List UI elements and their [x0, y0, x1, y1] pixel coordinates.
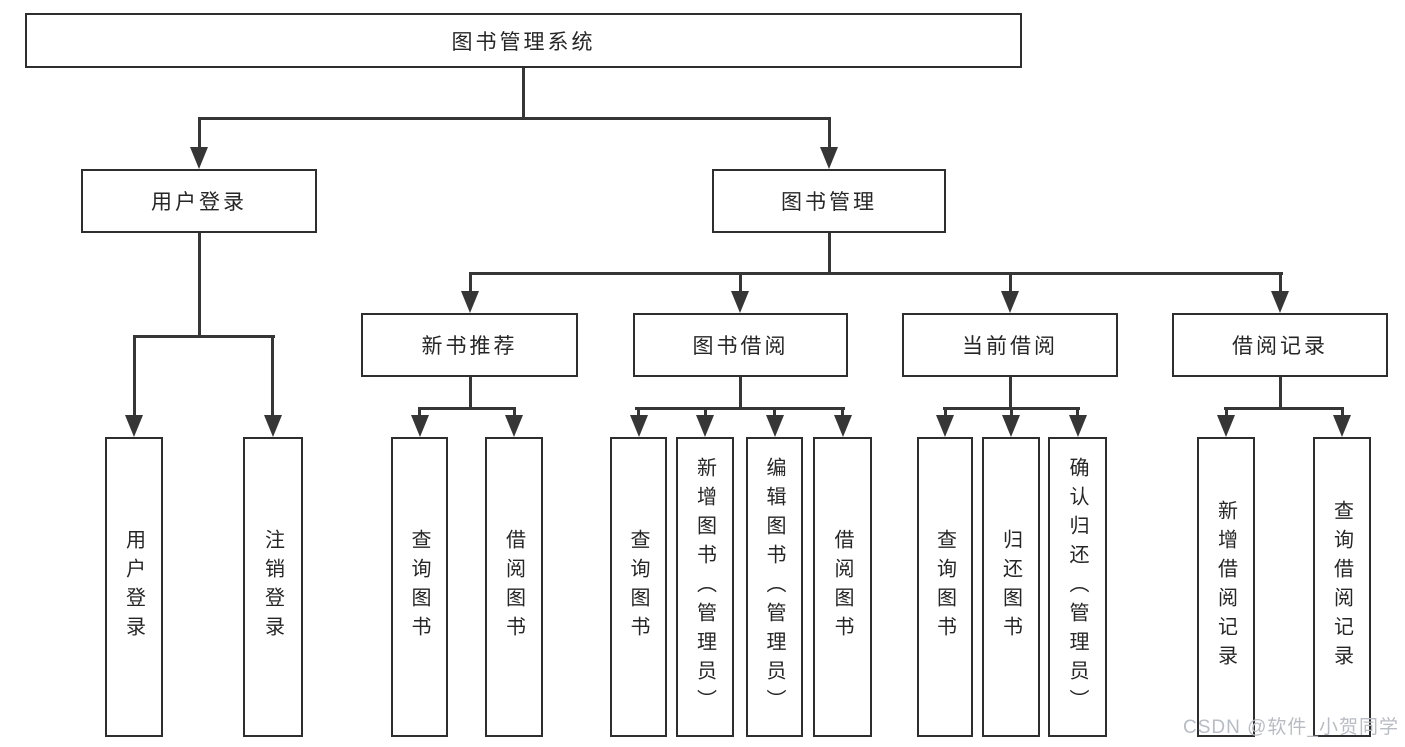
connector-line: [635, 407, 845, 410]
leaf-current-query-books-label: 查询图书: [933, 529, 956, 645]
arrow-down-icon: [1217, 415, 1235, 437]
leaf-add-books-admin-label: 新增图书（管理员）: [693, 456, 716, 718]
connector-line: [418, 407, 516, 410]
arrow-down-icon: [731, 291, 749, 313]
arrow-down-icon: [629, 415, 648, 437]
connector-line: [943, 407, 947, 419]
arrow-down-icon: [1068, 415, 1087, 437]
leaf-user-login: 用户登录: [105, 437, 163, 737]
leaf-query-borrow-record-label: 查询借阅记录: [1330, 500, 1353, 674]
node-root-label: 图书管理系统: [451, 30, 596, 54]
leaf-return-books: 归还图书: [982, 437, 1040, 737]
connector-line: [773, 407, 776, 419]
node-new-book-recommend: 新书推荐: [361, 313, 578, 377]
node-new-book-recommend-label: 新书推荐: [421, 335, 518, 358]
connector-line: [1278, 377, 1282, 408]
arrow-down-icon: [1002, 415, 1020, 437]
leaf-return-books-label: 归还图书: [999, 529, 1022, 645]
connector-line: [197, 118, 201, 149]
leaf-borrow-books-label: 借阅图书: [831, 529, 853, 645]
leaf-confirm-return-admin-label: 确认归还（管理员）: [1066, 456, 1088, 718]
connector-line: [1008, 377, 1012, 408]
connector-line: [468, 272, 1283, 275]
node-current-borrow: 当前借阅: [902, 313, 1118, 377]
leaf-borrow-query-books-label: 查询图书: [627, 529, 649, 645]
leaf-current-query-books: 查询图书: [917, 437, 973, 737]
leaf-query-borrow-record: 查询借阅记录: [1313, 437, 1371, 737]
connector-line: [468, 272, 472, 293]
node-borrow-records-label: 借阅记录: [1232, 335, 1328, 358]
connector-line: [197, 233, 201, 336]
connector-line: [827, 118, 831, 149]
connector-line: [1340, 407, 1344, 419]
leaf-borrow-query-books: 查询图书: [610, 437, 667, 737]
connector-line: [841, 407, 844, 419]
leaf-recommend-query-books-label: 查询图书: [408, 529, 430, 645]
connector-line: [132, 335, 136, 416]
arrow-down-icon: [461, 291, 479, 313]
arrow-down-icon: [833, 415, 852, 437]
node-book-management: 图书管理: [712, 169, 946, 233]
arrow-down-icon: [820, 147, 838, 169]
connector-line: [198, 117, 831, 120]
leaf-add-borrow-record: 新增借阅记录: [1197, 437, 1255, 737]
arrow-down-icon: [1333, 415, 1351, 437]
connector-line: [703, 407, 707, 419]
arrow-down-icon: [263, 415, 282, 437]
leaf-recommend-borrow-books-label: 借阅图书: [502, 529, 525, 645]
watermark: CSDN @软件_小贺同学: [1183, 717, 1399, 738]
leaf-user-login-label: 用户登录: [122, 529, 145, 645]
arrow-down-icon: [505, 415, 523, 437]
connector-line: [738, 272, 742, 293]
node-book-borrow: 图书借阅: [633, 313, 848, 377]
connector-line: [468, 377, 472, 408]
node-book-borrow-label: 图书借阅: [692, 335, 789, 358]
arrow-down-icon: [125, 415, 143, 437]
arrow-down-icon: [765, 415, 784, 437]
arrow-down-icon: [1001, 291, 1019, 313]
connector-line: [1224, 407, 1228, 419]
connector-line: [512, 407, 516, 419]
leaf-edit-books-admin: 编辑图书（管理员）: [746, 437, 803, 737]
node-user-login: 用户登录: [81, 169, 317, 233]
leaf-borrow-books: 借阅图书: [813, 437, 872, 737]
connector-line: [132, 335, 275, 338]
leaf-edit-books-admin-label: 编辑图书（管理员）: [763, 456, 785, 718]
connector-line: [521, 68, 525, 118]
connector-line: [418, 407, 421, 419]
connector-line: [738, 377, 742, 408]
arrow-down-icon: [696, 415, 714, 437]
arrow-down-icon: [190, 147, 208, 169]
leaf-add-borrow-record-label: 新增借阅记录: [1214, 500, 1237, 674]
connector-line: [1008, 272, 1012, 293]
leaf-add-books-admin: 新增图书（管理员）: [676, 437, 734, 737]
node-user-login-label: 用户登录: [151, 191, 247, 214]
connector-line: [1224, 407, 1344, 410]
connector-line: [271, 335, 274, 416]
leaf-confirm-return-admin: 确认归还（管理员）: [1048, 437, 1107, 737]
node-root: 图书管理系统: [25, 13, 1022, 68]
connector-line: [1076, 407, 1079, 419]
connector-line: [1278, 272, 1282, 293]
node-borrow-records: 借阅记录: [1172, 313, 1388, 377]
connector-line: [637, 407, 640, 419]
connector-line: [827, 233, 831, 273]
arrow-down-icon: [1271, 291, 1289, 313]
arrow-down-icon: [936, 415, 954, 437]
leaf-recommend-query-books: 查询图书: [391, 437, 448, 737]
leaf-recommend-borrow-books: 借阅图书: [485, 437, 543, 737]
leaf-logout-label: 注销登录: [261, 529, 284, 645]
connector-line: [1009, 407, 1013, 419]
arrow-down-icon: [410, 415, 429, 437]
leaf-logout: 注销登录: [243, 437, 303, 737]
node-book-management-label: 图书管理: [781, 191, 877, 214]
node-current-borrow-label: 当前借阅: [962, 335, 1058, 358]
